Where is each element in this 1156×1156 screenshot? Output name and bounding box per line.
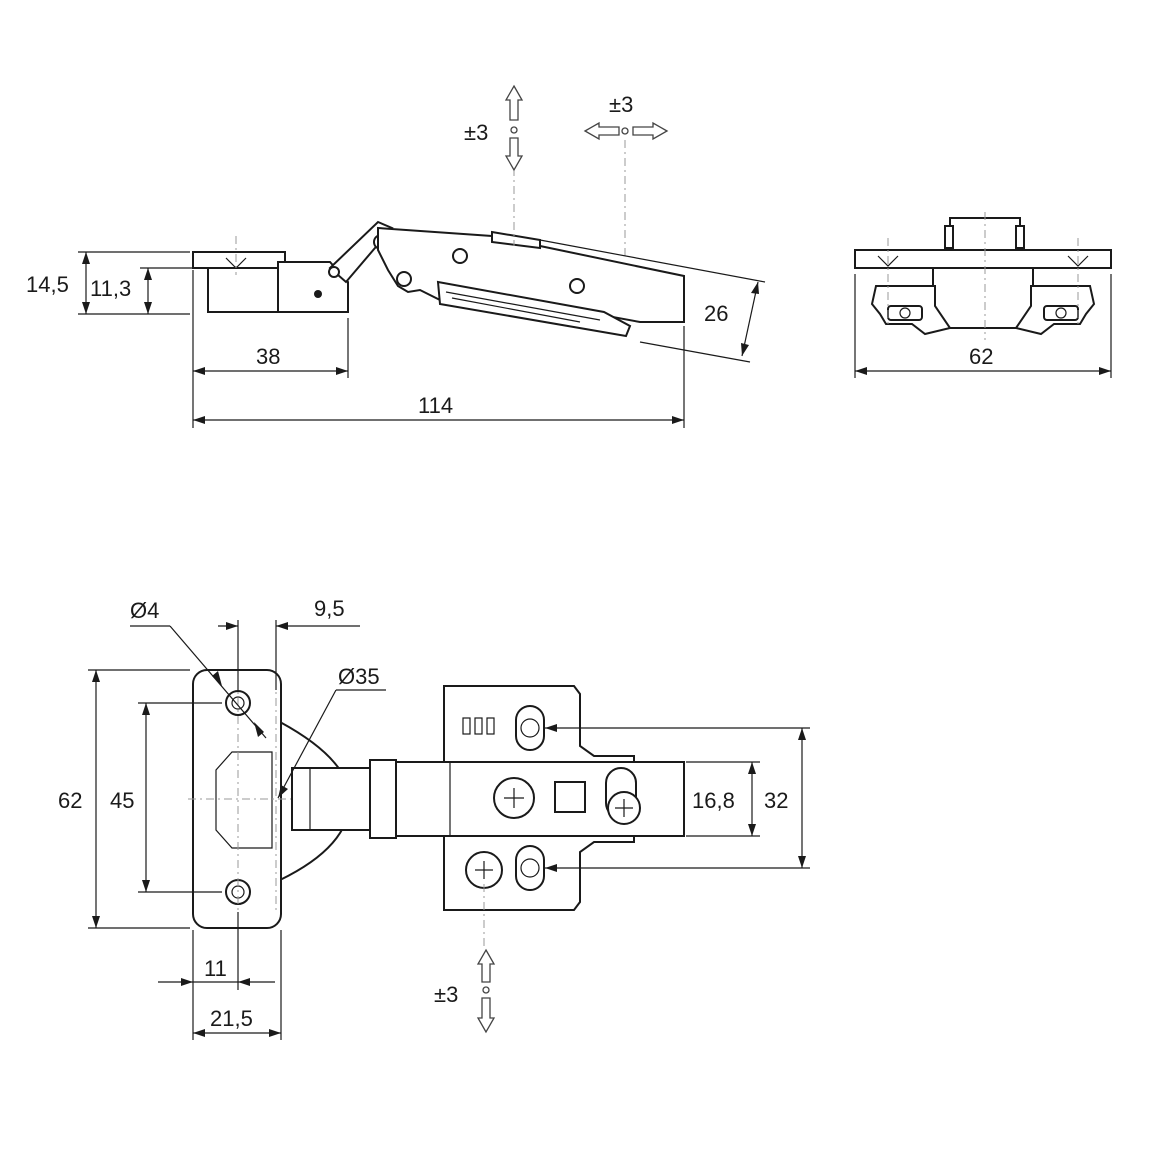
label-side-plate-length: 38	[256, 344, 280, 369]
plan-view-dimensions	[88, 620, 810, 1040]
label-plan-height: 62	[58, 788, 82, 813]
label-end-width: 62	[969, 344, 993, 369]
side-adjust-horizontal-arrows	[583, 121, 669, 141]
label-side-height-inner: 11,3	[90, 276, 131, 301]
label-plan-hole-spacing: 45	[110, 788, 134, 813]
label-plan-cup-center-x: 21,5	[210, 1006, 253, 1031]
label-plan-cup-dia: Ø35	[338, 664, 380, 689]
side-adjust-vertical-arrows	[504, 84, 524, 172]
label-side-total-length: 114	[418, 393, 453, 418]
side-view-dimensions	[78, 239, 766, 428]
label-side-adj-vertical: ±3	[464, 120, 488, 145]
label-side-height-outer: 14,5	[26, 272, 69, 297]
label-plan-hole-dia: Ø4	[130, 598, 159, 623]
label-side-adj-horizontal: ±3	[609, 92, 633, 117]
side-view	[192, 140, 685, 338]
label-plan-adj-vertical: ±3	[434, 982, 458, 1007]
end-view-dimensions	[854, 274, 1112, 378]
end-view	[854, 212, 1112, 340]
label-plan-plate-outer: 32	[764, 788, 788, 813]
label-plan-offset: 9,5	[314, 596, 345, 621]
plan-view	[188, 669, 685, 950]
label-side-arm-height: 26	[704, 301, 728, 326]
label-plan-plate-inner: 16,8	[692, 788, 735, 813]
plan-adjust-vertical-arrows	[476, 948, 496, 1034]
label-plan-hole-x: 11	[204, 956, 227, 981]
